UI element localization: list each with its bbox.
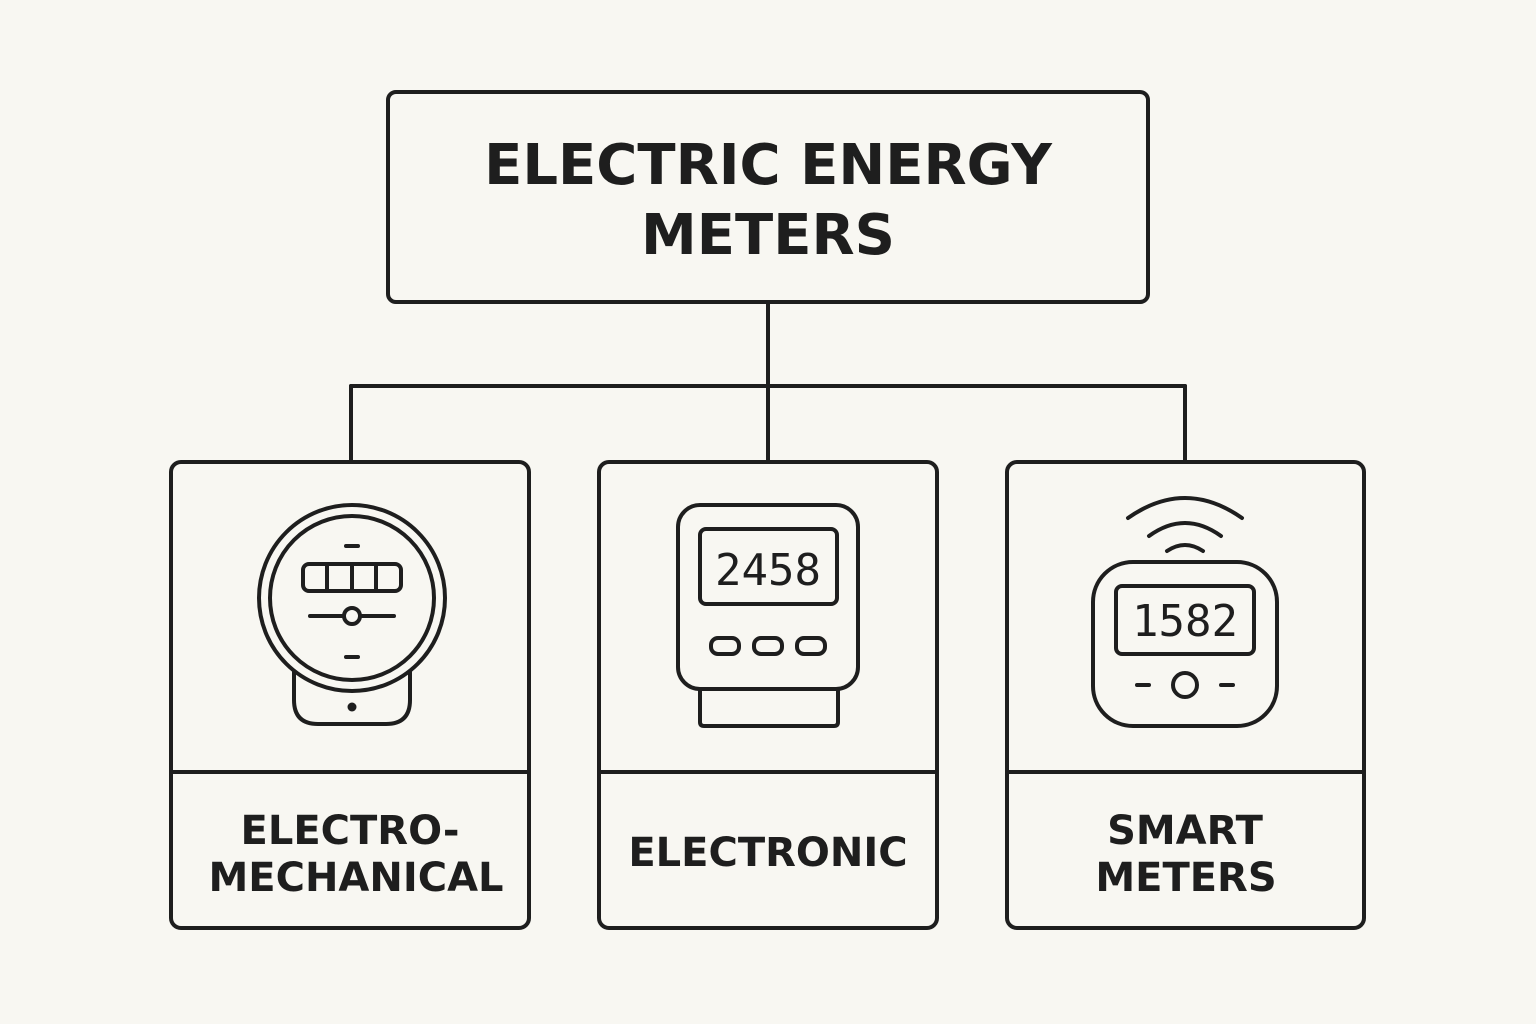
wifi-arc-outer-icon [1126, 496, 1244, 520]
child-label-electronic: ELECTRONIC [628, 830, 907, 876]
child-node-electromechanical: ELECTRO- MECHANICAL [169, 460, 531, 930]
wifi-arc-inner-icon [1165, 543, 1205, 553]
meter-body [676, 503, 860, 691]
smart-meter-display [1114, 584, 1256, 656]
smart-meter-display-reading: 1582 [1132, 596, 1238, 647]
meter-base [292, 658, 412, 726]
meter-button-3 [795, 636, 827, 656]
child-label-electromechanical-line2: MECHANICAL [208, 855, 503, 901]
meter-button-2 [752, 636, 784, 656]
child-node-electronic: 2458 ELECTRONIC [597, 460, 939, 930]
root-title-line1: ELECTRIC ENERGY [484, 133, 1053, 198]
electromechanical-meter-icon [257, 503, 447, 726]
meter-display [698, 527, 839, 606]
child-node-smart: 1582 SMART METERS [1005, 460, 1366, 930]
wifi-arc-middle-icon [1147, 521, 1223, 538]
connectors [349, 302, 1187, 462]
child-label-electromechanical-line1: ELECTRO- [241, 808, 460, 854]
child-label-smart-line1: SMART [1107, 808, 1264, 854]
child-box-electronic [597, 460, 939, 930]
meter-outer-ring [257, 503, 447, 693]
smart-meter-body [1091, 560, 1279, 728]
meter-inner-ring [268, 514, 436, 682]
root-title-line2: METERS [641, 203, 895, 268]
root-node: ELECTRIC ENERGY METERS [386, 90, 1150, 304]
child-box-smart [1005, 460, 1366, 930]
child-box-electromechanical [169, 460, 531, 930]
electronic-meter-icon: 2458 [676, 503, 860, 728]
smart-meter-icon: 1582 [1091, 496, 1279, 728]
meter-button-1 [709, 636, 741, 656]
meter-base-screw [347, 702, 357, 712]
meter-terminal-cover [698, 687, 840, 728]
smart-meter-button [1171, 671, 1199, 699]
child-label-smart-line2: METERS [1095, 855, 1276, 901]
meter-display-reading: 2458 [715, 545, 821, 596]
